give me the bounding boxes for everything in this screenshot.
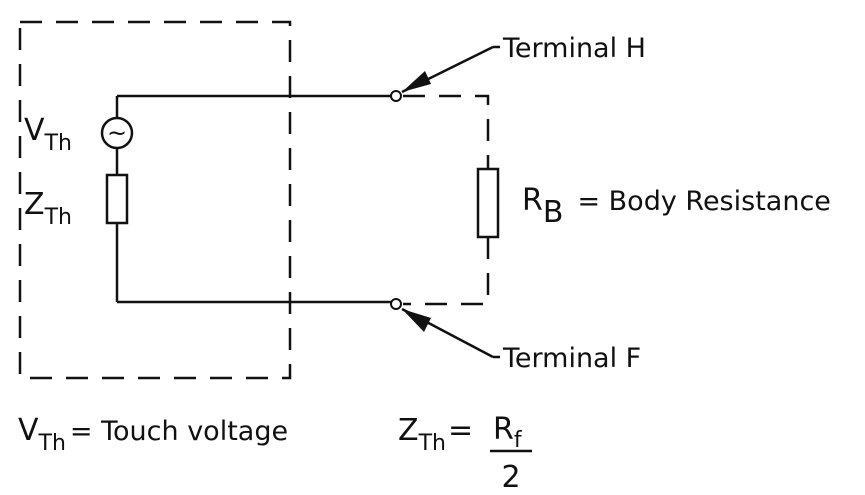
impedance-equation-lhs: ZTh=: [398, 413, 473, 456]
terminal-f-arrowhead: [402, 309, 431, 332]
touch-voltage-equation: VTh= Touch voltage: [18, 413, 288, 456]
thevenin-impedance: [105, 173, 129, 225]
terminal-h-arrowhead: [402, 71, 431, 92]
terminal-h-node: [390, 90, 402, 102]
terminal-h-label: Terminal H: [502, 33, 646, 64]
source-voltage-label: VTh: [24, 113, 72, 156]
terminal-f-node: [390, 298, 402, 310]
ac-source-symbol: [100, 116, 134, 150]
body-resistance-label: RB= Body Resistance: [522, 183, 831, 230]
impedance-denominator: 2: [501, 460, 520, 495]
source-enclosure: [18, 20, 292, 380]
source-impedance-label: ZTh: [24, 187, 72, 230]
ac-source-glyph: ~: [107, 119, 127, 147]
terminal-f-label: Terminal F: [502, 343, 641, 374]
body-path-top: [403, 94, 490, 169]
impedance-numerator: Rf: [493, 412, 523, 453]
body-resistance: [476, 167, 500, 239]
body-path-bottom: [403, 237, 490, 306]
